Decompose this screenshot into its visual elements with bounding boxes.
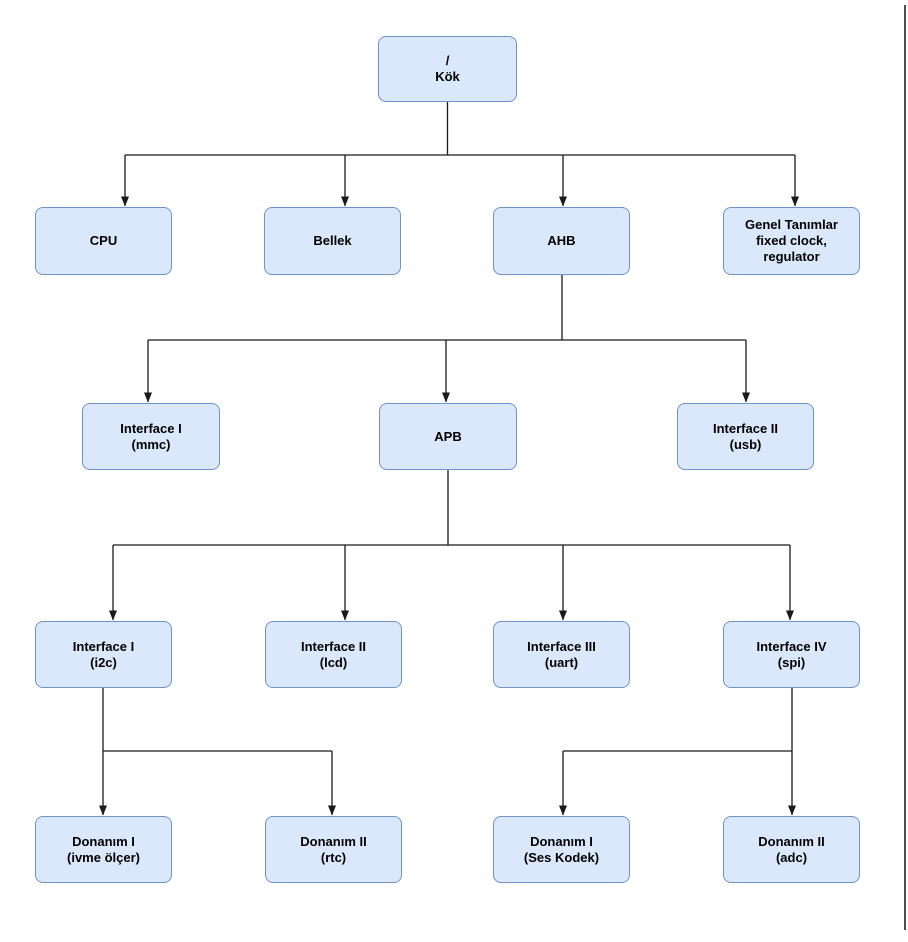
- edge-trunk-root: [125, 102, 795, 156]
- node-label-line: (mmc): [131, 436, 171, 452]
- node-label-line: (adc): [775, 849, 808, 865]
- node-label-line: Interface I: [120, 420, 182, 436]
- node-label-line: Donanım II: [758, 833, 825, 849]
- node-label-line: Donanım I: [72, 833, 135, 849]
- node-label-line: (spi): [777, 654, 806, 670]
- node-label-line: Donanım I: [530, 833, 593, 849]
- node-label-line: Bellek: [313, 233, 352, 248]
- node-interface-iv-spi: Interface IV (spi): [723, 621, 860, 688]
- page-border-line: [904, 5, 906, 930]
- node-genel-tanimlar: Genel Tanımlar fixed clock, regulator: [723, 207, 860, 275]
- node-interface-i-mmc: Interface I (mmc): [82, 403, 220, 470]
- edge-trunk-ahb: [148, 275, 746, 341]
- edge-trunk-apb: [113, 470, 790, 546]
- edge-trunk-spi: [563, 688, 793, 752]
- node-label-line: regulator: [763, 249, 820, 264]
- node-label-line: (Ses Kodek): [523, 849, 600, 865]
- node-apb: APB: [379, 403, 517, 470]
- node-root: / Kök: [378, 36, 517, 102]
- node-label-line: Interface II: [712, 420, 779, 436]
- node-label-line: (rtc): [320, 849, 347, 865]
- node-bellek: Bellek: [264, 207, 401, 275]
- node-cpu: CPU: [35, 207, 172, 275]
- node-donanim-i-ses-kodek: Donanım I (Ses Kodek): [493, 816, 630, 883]
- node-label-line: (uart): [544, 654, 579, 670]
- node-donanim-ii-adc: Donanım II (adc): [723, 816, 860, 883]
- node-label-line: APB: [434, 428, 462, 444]
- node-label-line: Interface IV: [756, 638, 827, 654]
- node-label-line: AHB: [547, 233, 576, 248]
- node-label-line: Interface II: [300, 638, 367, 654]
- node-label-line: (i2c): [90, 654, 117, 670]
- edge-trunk-i2c: [102, 688, 332, 752]
- node-donanim-ii-rtc: Donanım II (rtc): [265, 816, 402, 883]
- node-label-line: CPU: [89, 233, 118, 248]
- node-label-line: Donanım II: [300, 833, 367, 849]
- node-donanim-i-ivme-olcer: Donanım I (ivme ölçer): [35, 816, 172, 883]
- node-interface-iii-uart: Interface III (uart): [493, 621, 630, 688]
- node-label-line: Genel Tanımlar: [745, 217, 838, 232]
- node-label-line: (usb): [729, 436, 762, 452]
- node-label-line: Interface III: [527, 638, 596, 654]
- node-interface-ii-usb: Interface II (usb): [677, 403, 814, 470]
- node-label-line: (ivme ölçer): [67, 849, 140, 865]
- node-label-line: /: [445, 53, 450, 68]
- node-label-line: fixed clock,: [756, 233, 827, 248]
- node-ahb: AHB: [493, 207, 630, 275]
- node-label-line: Interface I: [72, 638, 135, 654]
- node-label-line: Kök: [435, 69, 460, 84]
- node-label-line: (lcd): [319, 654, 348, 670]
- node-interface-i-i2c: Interface I (i2c): [35, 621, 172, 688]
- node-interface-ii-lcd: Interface II (lcd): [265, 621, 402, 688]
